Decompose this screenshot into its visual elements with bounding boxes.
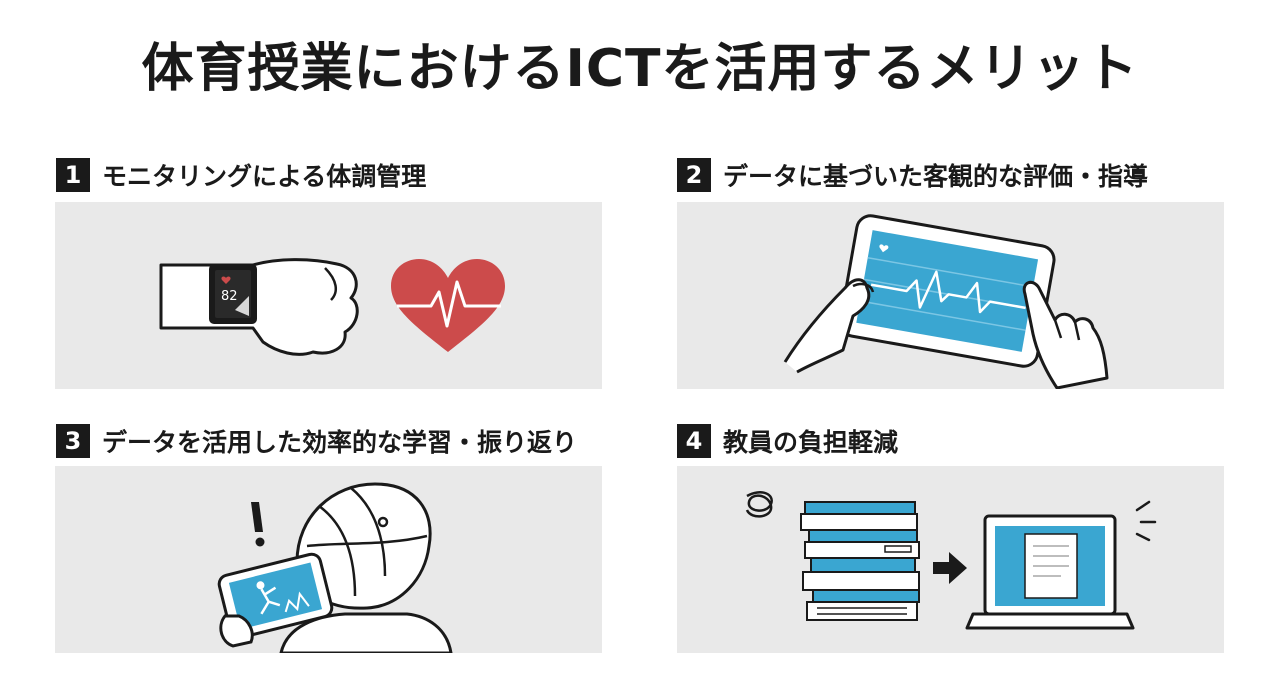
section-label-4: 教員の負担軽減 — [723, 428, 899, 457]
paper-stack-icon — [745, 491, 1157, 630]
laptop-icon — [965, 500, 1157, 630]
illustration-panel-4 — [677, 466, 1224, 653]
page-title: 体育授業におけるICTを活用するメリット — [141, 39, 1139, 99]
illustration-panel-1: 82 — [55, 202, 602, 389]
student-tablet-icon — [217, 482, 453, 653]
section-heading-2: 2 データに基づいた客観的な評価・指導 — [677, 158, 1148, 192]
illustration-panel-3 — [55, 466, 602, 653]
section-label-2: データに基づいた客観的な評価・指導 — [723, 162, 1149, 191]
section-number-1: 1 — [56, 158, 90, 192]
section-heading-1: 1 モニタリングによる体調管理 — [56, 158, 426, 192]
section-heading-3: 3 データを活用した効率的な学習・振り返り — [56, 424, 577, 458]
section-number-3: 3 — [56, 424, 90, 458]
heart-icon — [391, 259, 505, 352]
illustration-panel-2 — [677, 202, 1224, 389]
smartwatch-icon: 82 — [159, 258, 505, 356]
section-label-3: データを活用した効率的な学習・振り返り — [102, 428, 578, 457]
section-number-2: 2 — [677, 158, 711, 192]
section-number-4: 4 — [677, 424, 711, 458]
arrow-right-icon — [933, 552, 967, 584]
section-label-1: モニタリングによる体調管理 — [102, 162, 427, 191]
tablet-icon — [783, 214, 1109, 389]
section-heading-4: 4 教員の負担軽減 — [677, 424, 898, 458]
watch-heart-rate: 82 — [221, 289, 238, 304]
